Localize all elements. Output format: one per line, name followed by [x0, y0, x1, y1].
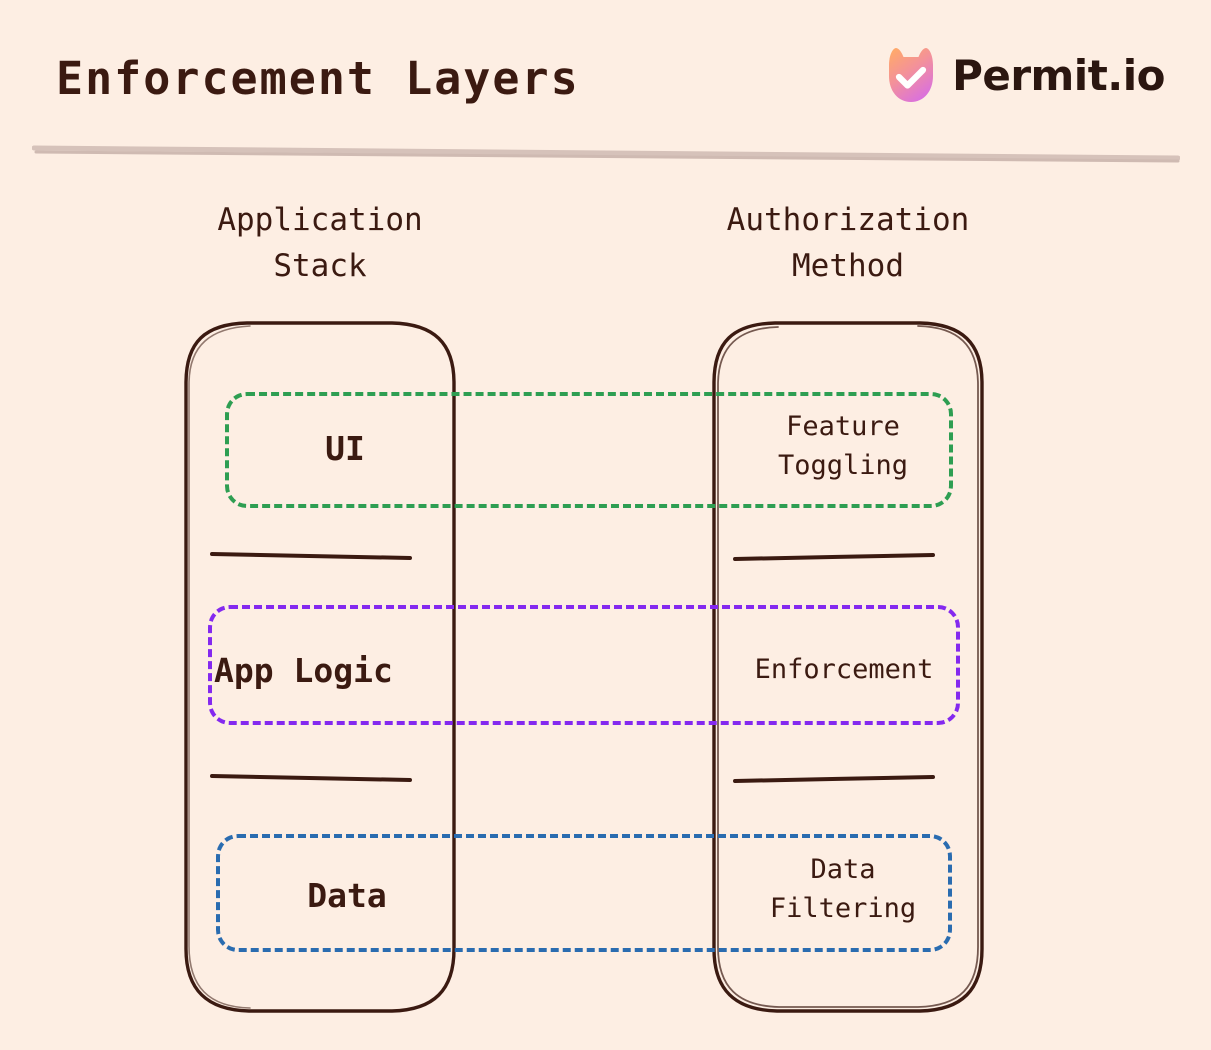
page-title: Enforcement Layers — [56, 52, 580, 105]
layer-band-app-logic[interactable] — [208, 605, 960, 725]
layer-band-ui[interactable] — [225, 392, 953, 508]
column-heading-application-stack: Application Stack — [217, 202, 423, 284]
layer-label-app-logic: App Logic — [214, 651, 393, 690]
header-divider — [31, 142, 1181, 164]
enforcement-layers-diagram: Application Stack Authorization Method U… — [0, 160, 1211, 1050]
stack-divider-1 — [210, 548, 412, 562]
layer-label-data-filtering: Data Filtering — [769, 854, 917, 925]
layer-label-enforcement: Enforcement — [754, 654, 934, 685]
page-header: Enforcement Layers Permit.io — [0, 0, 1211, 163]
method-divider-1 — [733, 550, 935, 564]
layer-label-data: Data — [307, 876, 387, 915]
brand-name: Permit.io — [952, 50, 1165, 100]
layer-band-data[interactable] — [216, 834, 952, 952]
stack-divider-2 — [210, 770, 412, 784]
layer-label-ui: UI — [325, 429, 365, 468]
brand-logo: Permit.io — [884, 46, 1165, 104]
permit-shield-check-icon — [884, 46, 938, 104]
method-divider-2 — [733, 772, 935, 786]
column-heading-authorization-method: Authorization Method — [726, 202, 970, 284]
layer-label-feature-toggling: Feature Toggling — [777, 411, 909, 482]
